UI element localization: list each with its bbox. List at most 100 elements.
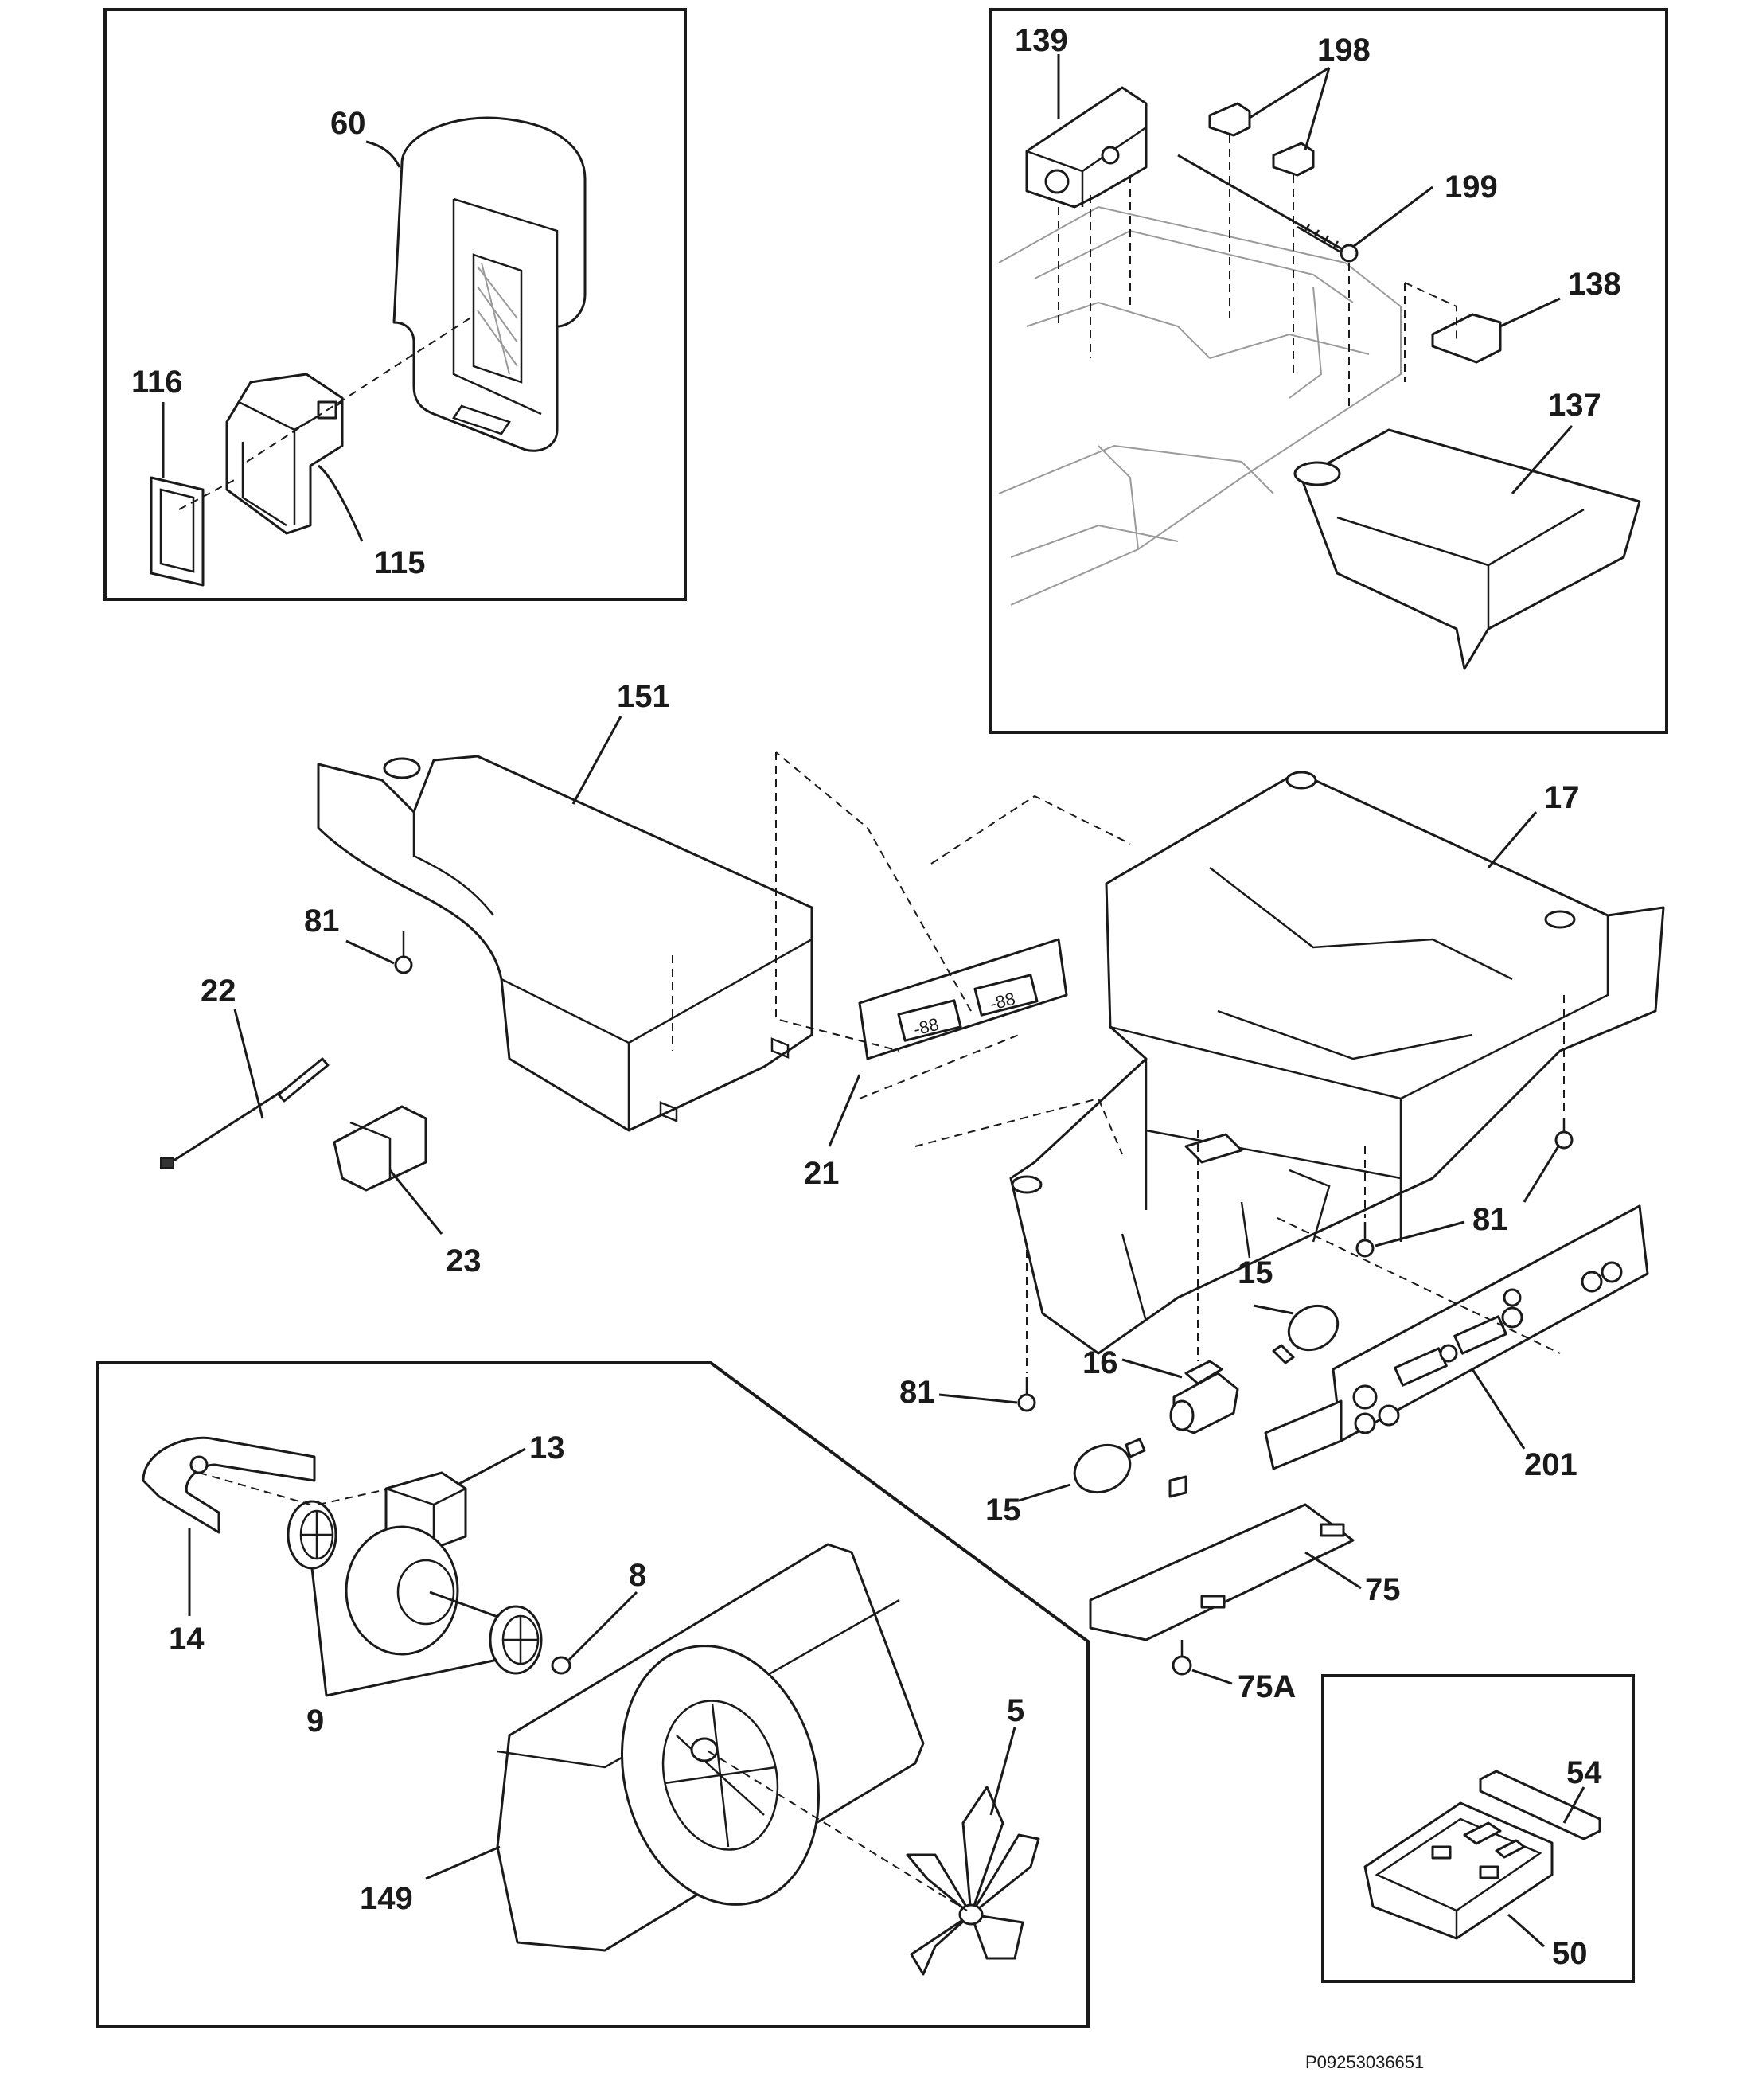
leader-line-16	[1121, 1358, 1183, 1379]
inset-frame-top-right	[989, 8, 1668, 734]
lower-panel-part	[1089, 1475, 1355, 1641]
callout-198: 198	[1317, 33, 1371, 68]
leader-dash-main	[672, 751, 1565, 1373]
fan-blade-part	[906, 1786, 1040, 1976]
actuator-rod-part	[1177, 154, 1359, 263]
leader-line-21	[828, 1074, 861, 1147]
callout-149: 149	[360, 1881, 413, 1916]
leader-dash-198	[1229, 135, 1294, 374]
drawing-code: P09253036651	[1305, 2052, 1424, 2072]
callout-75: 75	[1365, 1572, 1401, 1607]
control-board-tray-part	[1363, 1801, 1554, 1940]
leader-line-198	[1249, 66, 1331, 150]
cable-cover-part	[333, 1105, 427, 1192]
display-board-part: -88 -88	[858, 938, 1068, 1060]
callout-137: 137	[1548, 388, 1601, 423]
leader-line-137	[1511, 425, 1574, 494]
chute-housing-ghost	[998, 205, 1402, 606]
chute-door-part	[1293, 428, 1641, 670]
lamp-socket-part	[1169, 1360, 1239, 1434]
fan-pulley-left-part	[287, 1500, 337, 1570]
leader-dash-116-115	[178, 477, 240, 510]
auger-motor-cover-part	[392, 116, 587, 452]
callout-17: 17	[1544, 780, 1580, 815]
leader-dash-115-60	[246, 318, 470, 463]
callout-81-upper: 81	[304, 904, 340, 939]
callout-138: 138	[1568, 267, 1621, 302]
callout-15-lower: 15	[985, 1493, 1021, 1528]
board-clip-part	[1479, 1770, 1601, 1840]
callout-81-right: 81	[1472, 1202, 1508, 1237]
callout-115: 115	[374, 545, 426, 580]
leader-line-81-right	[1523, 1146, 1560, 1203]
ice-chute-duct-part	[317, 755, 813, 1132]
leader-line-149	[425, 1845, 501, 1880]
cable-clip-parts	[1208, 102, 1315, 177]
leader-line-23	[388, 1169, 443, 1235]
leader-dash-138	[1404, 282, 1457, 382]
callout-199: 199	[1445, 170, 1498, 205]
leader-line-5	[989, 1727, 1016, 1816]
callout-81-lower: 81	[899, 1375, 935, 1410]
leader-line-151	[571, 716, 622, 805]
dispenser-housing-part	[1009, 771, 1665, 1355]
leader-line-81-middle	[1375, 1220, 1465, 1247]
leader-dash-fan	[198, 1472, 968, 1911]
leader-line-15-upper	[1253, 1304, 1294, 1315]
leader-dash-139	[1058, 175, 1131, 358]
callout-14: 14	[169, 1622, 205, 1657]
heater-cable-part	[160, 1057, 330, 1169]
callout-9: 9	[306, 1704, 324, 1739]
leader-line-15-lower	[1018, 1483, 1071, 1502]
callout-116: 116	[131, 365, 183, 400]
callout-60: 60	[330, 106, 366, 141]
leader-line-13	[457, 1447, 526, 1486]
leader-line-75	[1304, 1551, 1362, 1590]
leader-line-50	[1507, 1913, 1545, 1948]
screw-part-81-lower	[1017, 1377, 1036, 1412]
motor-gasket-part	[150, 476, 205, 587]
leader-line-8	[567, 1591, 638, 1661]
leader-line-22	[233, 1009, 264, 1119]
leader-line-75a	[1191, 1669, 1233, 1685]
chute-bracket-part	[1431, 313, 1502, 364]
callout-5: 5	[1007, 1693, 1024, 1728]
callout-23: 23	[446, 1243, 482, 1278]
blower-motor-part	[345, 1471, 518, 1656]
screw-part-81-middle	[1355, 1222, 1375, 1258]
callout-151: 151	[617, 679, 670, 714]
screw-part-75a	[1172, 1640, 1192, 1676]
lamp-bulb-lower-part	[1073, 1438, 1146, 1494]
leader-line-81-lower	[938, 1393, 1018, 1404]
inset-frame-bottom-left	[96, 1361, 1090, 2028]
screw-part-81-upper	[394, 931, 413, 974]
lamp-bulb-upper-part	[1272, 1304, 1340, 1364]
callout-8: 8	[629, 1558, 646, 1593]
fan-pulley-right-part	[489, 1605, 543, 1675]
fan-shroud-part	[496, 1543, 925, 1952]
control-overlay-part	[1264, 1204, 1649, 1470]
leader-line-54	[1562, 1786, 1585, 1824]
screw-part-81-right	[1554, 1118, 1574, 1150]
dispenser-switch-part	[1025, 86, 1148, 209]
leader-line-115	[318, 464, 364, 542]
washer-part	[551, 1656, 571, 1675]
callout-201: 201	[1524, 1447, 1577, 1482]
leader-line-199	[1352, 185, 1433, 248]
callout-15-upper: 15	[1238, 1255, 1273, 1290]
motor-bracket-part	[142, 1436, 316, 1534]
callout-50: 50	[1552, 1936, 1588, 1971]
inset-frame-top-left	[103, 8, 687, 601]
callout-16: 16	[1082, 1345, 1118, 1380]
callout-13: 13	[529, 1431, 565, 1466]
leader-line-138	[1499, 297, 1561, 328]
leader-line-201	[1471, 1368, 1526, 1450]
callout-54: 54	[1566, 1755, 1602, 1790]
inset-frame-bottom-right	[1321, 1674, 1635, 1983]
callout-21: 21	[804, 1156, 840, 1191]
callout-139: 139	[1015, 23, 1068, 58]
leader-line-60	[365, 140, 401, 168]
auger-motor-part	[225, 373, 344, 535]
leader-line-9	[310, 1567, 498, 1697]
